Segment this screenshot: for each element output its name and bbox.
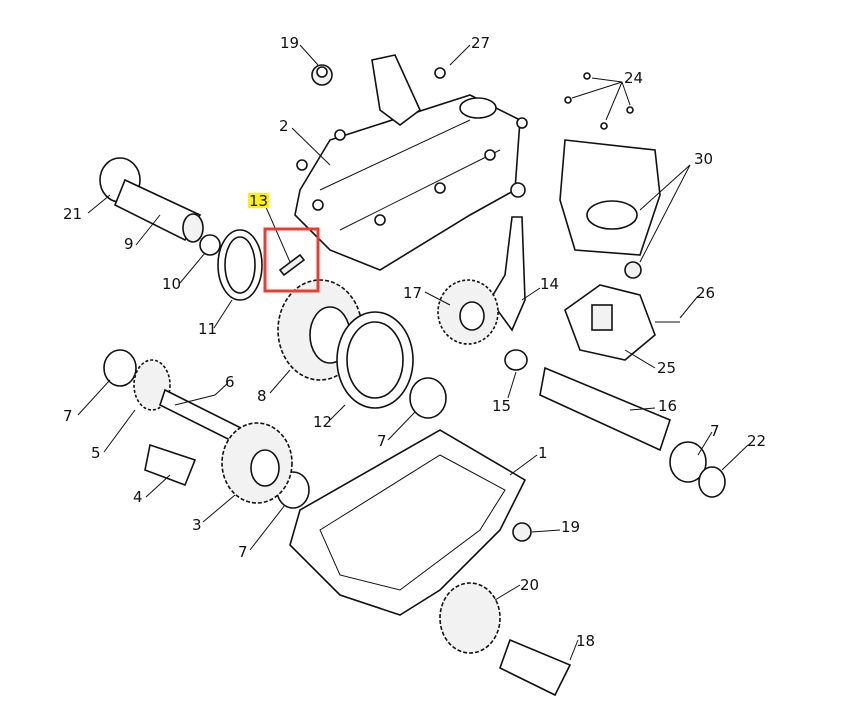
part-breather-plug <box>311 64 333 86</box>
highlight-box-part-13 <box>263 227 320 293</box>
leader-lines <box>77 44 749 661</box>
callout-12[interactable]: 12 <box>313 413 332 431</box>
callout-19[interactable]: 19 <box>280 34 299 52</box>
part-upper-housing <box>294 54 528 271</box>
part-gear-17 <box>437 279 499 345</box>
callout-20[interactable]: 20 <box>520 576 539 594</box>
callout-2[interactable]: 2 <box>279 117 289 135</box>
part-side-cover <box>559 72 661 279</box>
callout-9[interactable]: 9 <box>124 235 134 253</box>
part-lower-housing <box>289 429 527 616</box>
callout-13[interactable]: 13 <box>249 192 268 210</box>
callout-labels: 19 27 24 2 30 13 21 9 10 17 14 26 11 25 … <box>63 34 766 650</box>
part-bushing-4 <box>144 443 197 487</box>
part-bracket <box>489 182 526 332</box>
part-input-shaft <box>99 157 204 243</box>
highlight-label-13 <box>248 193 269 208</box>
callout-10[interactable]: 10 <box>162 275 181 293</box>
callout-4[interactable]: 4 <box>133 488 143 506</box>
part-pin-13 <box>278 253 306 277</box>
part-shaft-16 <box>539 366 671 452</box>
callout-25[interactable]: 25 <box>657 359 676 377</box>
part-pin-18 <box>499 638 572 697</box>
callout-16[interactable]: 16 <box>658 397 677 415</box>
part-bearing-7 <box>409 377 447 419</box>
callout-8[interactable]: 8 <box>257 387 267 405</box>
callout-7[interactable]: 7 <box>377 432 387 450</box>
part-seal-11-inner <box>224 236 256 294</box>
callout-19[interactable]: 19 <box>561 518 580 536</box>
callout-7[interactable]: 7 <box>710 422 720 440</box>
callout-5[interactable]: 5 <box>91 444 101 462</box>
callout-24[interactable]: 24 <box>624 69 643 87</box>
part-bearing-7 <box>669 441 707 483</box>
part-10 <box>199 234 221 256</box>
callout-11[interactable]: 11 <box>198 320 217 338</box>
callout-17[interactable]: 17 <box>403 284 422 302</box>
callout-3[interactable]: 3 <box>192 516 202 534</box>
callout-21[interactable]: 21 <box>63 205 82 223</box>
part-selector-housing <box>564 284 680 361</box>
callout-15[interactable]: 15 <box>492 397 511 415</box>
callout-1[interactable]: 1 <box>538 444 548 462</box>
part-15 <box>504 349 528 371</box>
part-bearing-7 <box>103 349 137 387</box>
callout-18[interactable]: 18 <box>576 632 595 650</box>
part-gear-20 <box>439 582 501 654</box>
part-drain-plug-19 <box>512 522 532 542</box>
callout-7[interactable]: 7 <box>238 543 248 561</box>
part-shaft-6 <box>133 359 293 504</box>
callout-6[interactable]: 6 <box>225 373 235 391</box>
part-seal-22 <box>698 466 726 498</box>
callout-27[interactable]: 27 <box>471 34 490 52</box>
callout-30[interactable]: 30 <box>694 150 713 168</box>
part-ring-12-inner <box>346 321 404 399</box>
callout-22[interactable]: 22 <box>747 432 766 450</box>
callout-7[interactable]: 7 <box>63 407 73 425</box>
callout-14[interactable]: 14 <box>540 275 559 293</box>
callout-26[interactable]: 26 <box>696 284 715 302</box>
